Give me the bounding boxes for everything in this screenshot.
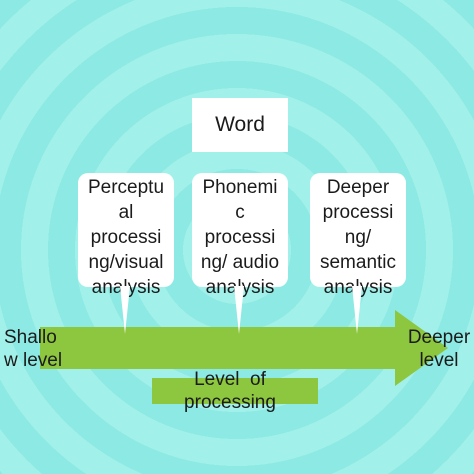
level-of-processing-label: Level of processing: [184, 369, 276, 413]
shallow-level-label: Shallo w level: [4, 327, 63, 371]
stage-box-phonemic: Phonemi c processi ng/ audio analysis: [192, 173, 288, 298]
axis-label-bar: [152, 378, 318, 404]
stage-pointer-semantic: [352, 286, 362, 334]
depth-arrow: [40, 310, 448, 386]
stage-pointer-phonemic: [234, 286, 244, 334]
deeper-level-label: Deeper level: [407, 327, 471, 371]
stage-box-semantic: Deeper processi ng/ semantic analysis: [310, 173, 406, 298]
word-box: Word: [192, 98, 288, 152]
stage-pointer-perceptual: [120, 286, 130, 334]
stage-box-perceptual: Perceptu al processi ng/visual analysis: [78, 173, 174, 298]
